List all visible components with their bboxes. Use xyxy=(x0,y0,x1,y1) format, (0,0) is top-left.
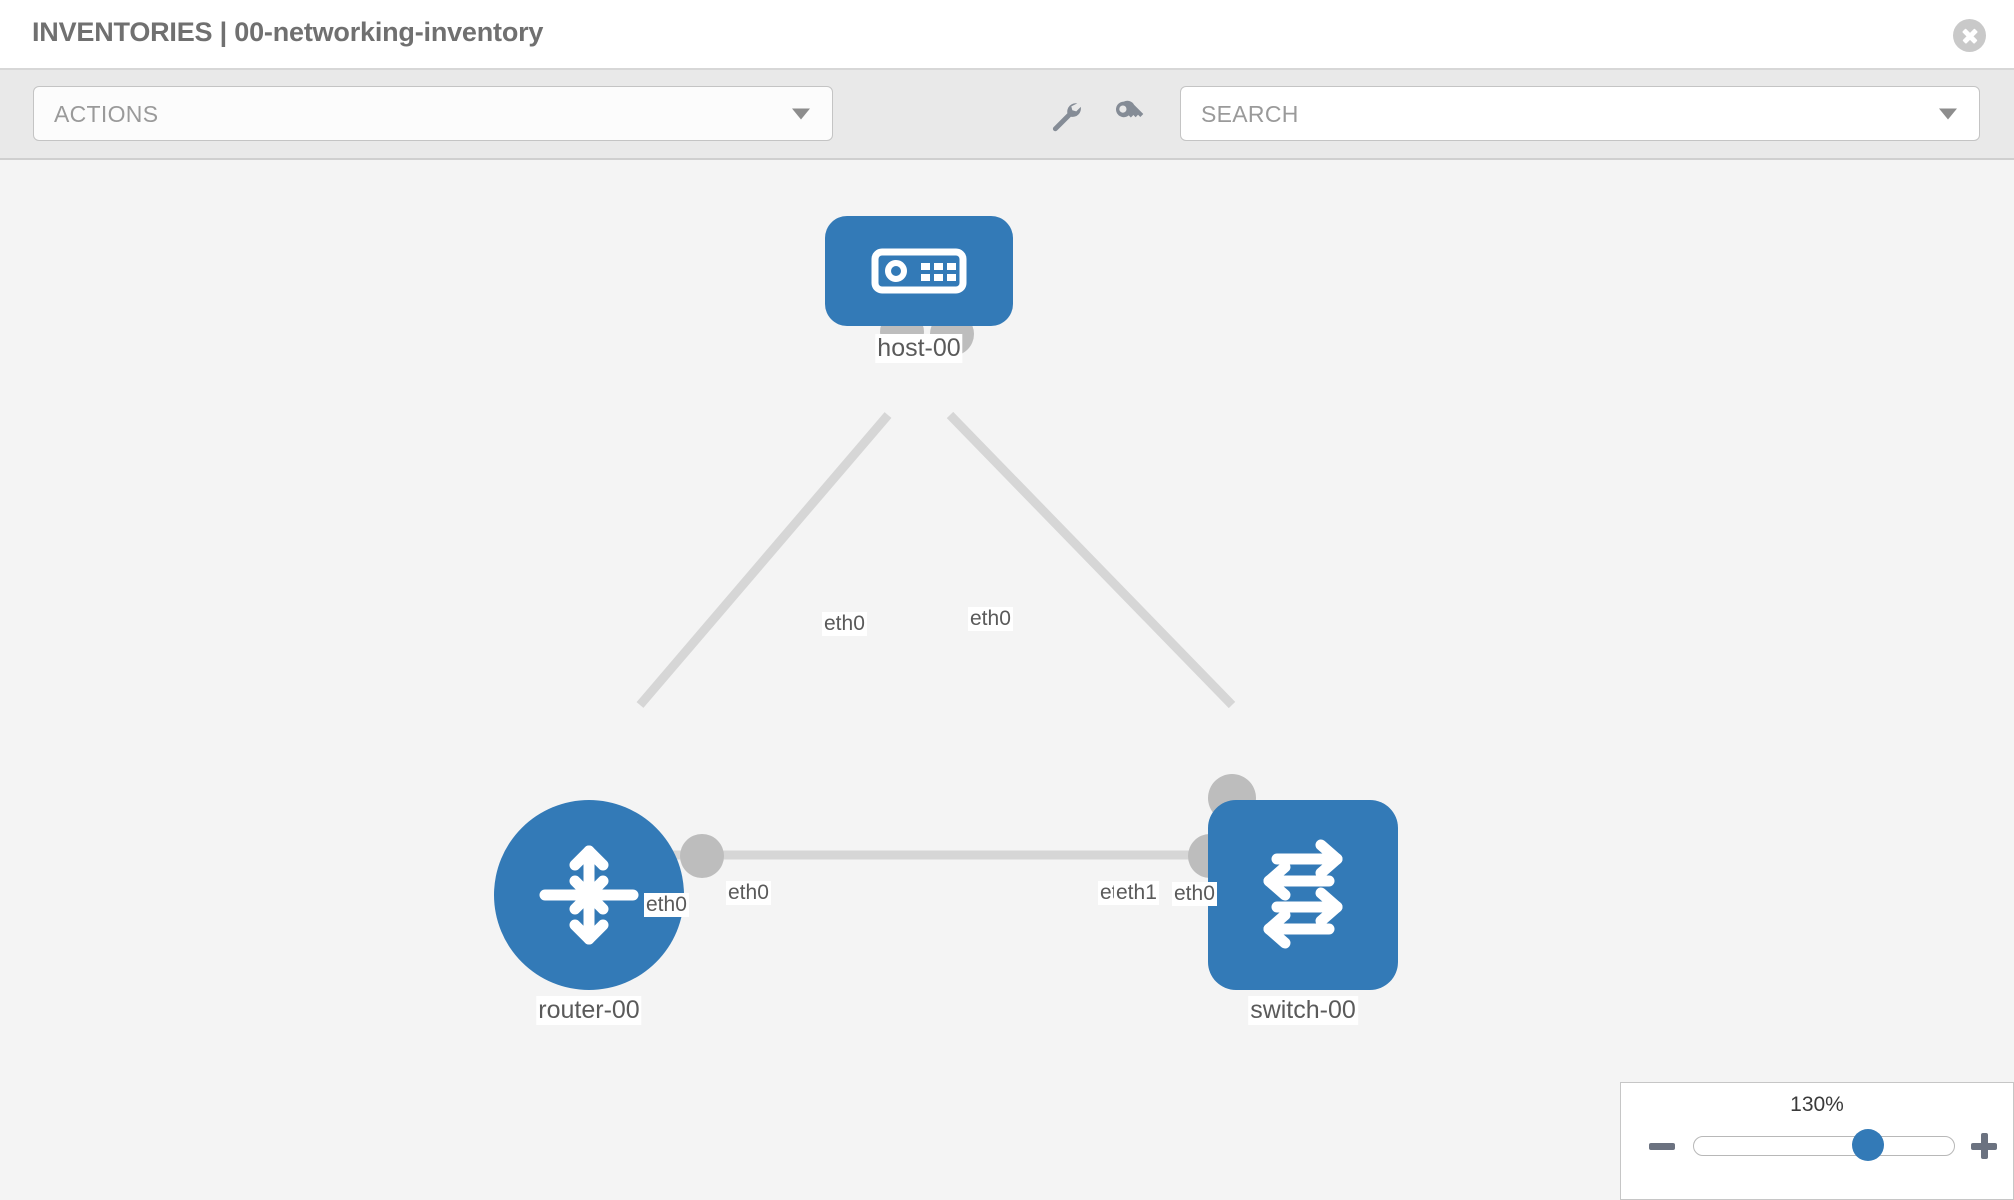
zoom-slider[interactable] xyxy=(1693,1129,1955,1161)
actions-dropdown[interactable]: ACTIONS xyxy=(33,86,833,141)
connector-knob[interactable] xyxy=(680,834,724,878)
actions-dropdown-label: ACTIONS xyxy=(54,101,159,127)
search-placeholder: SEARCH xyxy=(1201,101,1299,127)
edge-label-host-left: eth0 xyxy=(822,612,867,636)
edge-label-switch-upper: eth0 xyxy=(1172,882,1217,906)
zoom-in-button[interactable] xyxy=(1971,1133,1997,1159)
node-label-host-00: host-00 xyxy=(875,334,963,363)
page-header: INVENTORIES | 00-networking-inventory xyxy=(0,0,2014,70)
wrench-icon[interactable] xyxy=(1047,98,1083,134)
zoom-out-button[interactable] xyxy=(1649,1133,1675,1159)
edge-host-router xyxy=(636,412,892,708)
page-title: INVENTORIES | 00-networking-inventory xyxy=(32,17,544,47)
node-label-switch-00: switch-00 xyxy=(1248,996,1358,1025)
server-icon xyxy=(871,248,967,294)
topology-node-host-00[interactable]: host-00 xyxy=(825,216,1013,376)
topology-canvas[interactable]: host-00 router-00 xyxy=(0,160,2014,1200)
edge-label-router-right: eth0 xyxy=(726,881,771,905)
edge-label-host-right: eth0 xyxy=(968,607,1013,631)
router-arrows-icon xyxy=(539,845,639,945)
zoom-level-value: 130% xyxy=(1790,1093,1844,1116)
zoom-slider-handle[interactable] xyxy=(1852,1129,1885,1161)
topology-edges xyxy=(636,411,1236,860)
zoom-control-panel: 130% xyxy=(1620,1082,2014,1200)
edge-label-router-upper: eth0 xyxy=(644,893,689,917)
node-label-router-00: router-00 xyxy=(536,996,642,1025)
search-input[interactable]: SEARCH xyxy=(1180,86,1980,141)
chevron-down-icon xyxy=(792,108,810,119)
close-icon[interactable] xyxy=(1953,19,1986,52)
key-icon[interactable] xyxy=(1110,98,1146,134)
chevron-down-icon[interactable] xyxy=(1939,108,1957,119)
topology-node-switch-00[interactable]: switch-00 xyxy=(1208,800,1398,1030)
edge-host-switch xyxy=(946,411,1236,709)
host-node-shape[interactable] xyxy=(825,216,1013,326)
switch-node-shape[interactable] xyxy=(1208,800,1398,990)
toolbar: ACTIONS SEARCH xyxy=(0,70,2014,160)
switch-arrows-icon xyxy=(1263,839,1343,949)
edge-label-switch-left: eth1 xyxy=(1114,881,1159,905)
